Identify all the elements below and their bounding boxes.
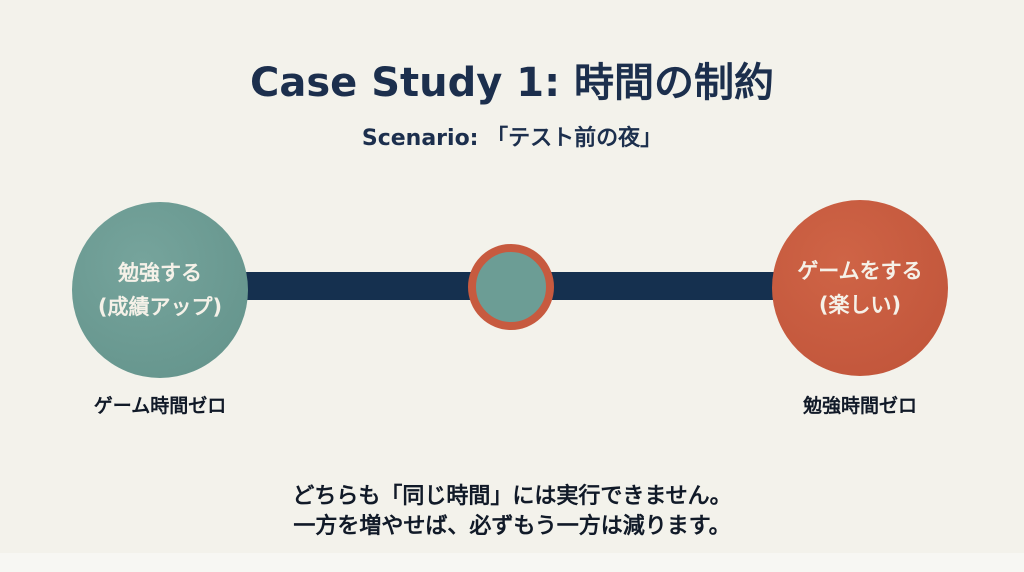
game-option-circle: ゲームをする (楽しい) [772, 200, 948, 376]
game-option-label: ゲームをする [797, 259, 923, 283]
slide-title: Case Study 1: 時間の制約 [249, 60, 774, 106]
study-option-sublabel: (成績アップ) [97, 295, 223, 319]
study-consequence: ゲーム時間ゼロ [93, 395, 227, 417]
study-option-label: 勉強する [118, 261, 202, 285]
conclusion-line-1: どちらも「同じ時間」には実行できません。 [292, 484, 732, 509]
slide-subtitle: Scenario: 「テスト前の夜」 [361, 126, 663, 151]
conclusion-line-2: 一方を増やせば、必ずもう一方は減ります。 [293, 514, 731, 539]
bottom-strip [0, 553, 1024, 572]
balance-slider-knob[interactable] [468, 244, 554, 330]
study-option-circle: 勉強する (成績アップ) [72, 202, 248, 378]
game-option-sublabel: (楽しい) [818, 293, 902, 317]
game-consequence: 勉強時間ゼロ [802, 395, 917, 417]
